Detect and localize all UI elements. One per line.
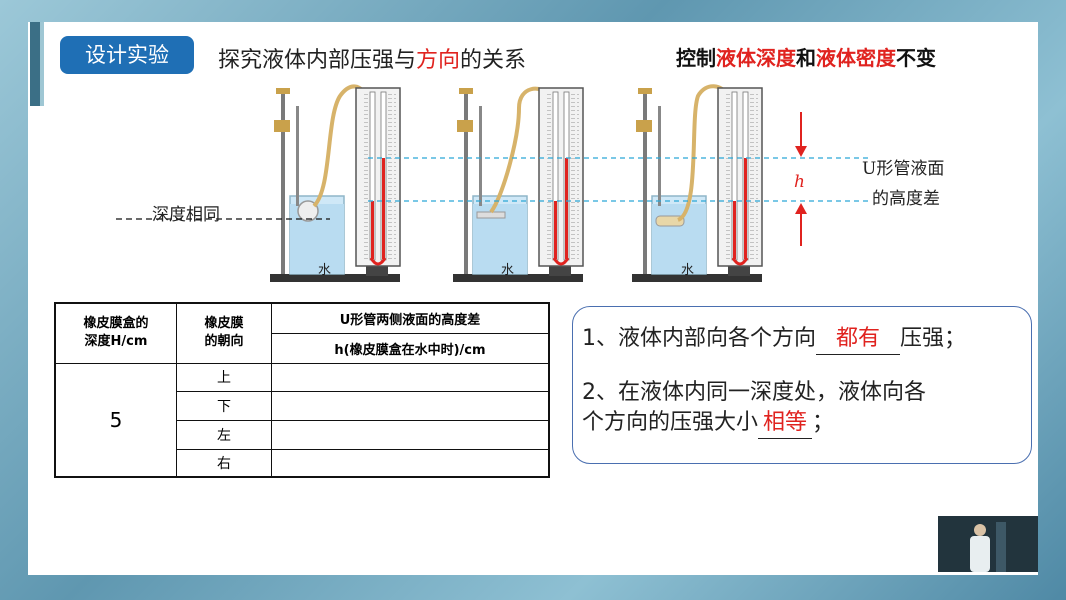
probe-rod — [658, 106, 661, 206]
value-cell-down[interactable] — [271, 390, 550, 421]
depth-label: 深度相同 — [152, 205, 220, 225]
rubber-tube — [489, 86, 551, 214]
membrane-box — [655, 215, 685, 227]
scale-ticks-left — [724, 92, 732, 262]
conclusion-1: 1、液体内部向各个方向都有压强； — [582, 324, 966, 355]
title-part-2: 的关系 — [460, 48, 527, 73]
scale-ticks-right — [571, 92, 579, 262]
note-post: 不变 — [896, 46, 936, 70]
c2-post: ； — [812, 410, 835, 435]
liquid-bottom — [731, 257, 749, 266]
value-cell-up[interactable] — [271, 362, 550, 392]
clamp-top — [459, 88, 473, 94]
liquid-left — [733, 201, 736, 259]
header-orientation-line2: 的朝向 — [204, 334, 244, 350]
conclusion-2-line2: 个方向的压强大小相等； — [582, 408, 834, 439]
orientation-right: 右 — [176, 448, 272, 478]
presenter-figure — [938, 516, 1038, 572]
note-red-density: 液体密度 — [816, 46, 896, 70]
scale-ticks-left — [362, 92, 370, 262]
clamp — [274, 120, 290, 132]
liquid-bottom — [369, 257, 387, 266]
setup-3 — [632, 84, 763, 282]
c1-blank: 都有 — [816, 324, 900, 355]
orientation-up: 上 — [176, 362, 272, 392]
membrane-box — [476, 211, 506, 219]
liquid-right — [382, 158, 385, 259]
base-plate — [453, 274, 583, 282]
c1-post: 压强； — [900, 326, 967, 351]
liquid-right — [565, 158, 568, 259]
rubber-tube — [676, 84, 730, 222]
decor-bar-light — [40, 22, 44, 106]
note-pre: 控制 — [676, 46, 716, 70]
water-label-1: 水 — [318, 263, 332, 278]
apparatus-diagram — [116, 84, 868, 282]
clamp-top — [638, 88, 652, 94]
water-label-2: 水 — [501, 263, 515, 278]
header-depth-line2: 深度H/cm — [84, 334, 148, 350]
conclusion-box — [572, 306, 1032, 464]
header-depth: 橡皮膜盒的深度H/cm — [54, 302, 177, 364]
value-cell-right[interactable] — [271, 448, 550, 478]
orientation-left: 左 — [176, 419, 272, 450]
clamp — [636, 120, 652, 132]
slide — [28, 22, 1038, 575]
header-height-diff: U形管两侧液面的高度差 — [271, 302, 550, 334]
stand-rod — [643, 90, 647, 274]
header-height-unit: h(橡皮膜盒在水中时)/cm — [271, 332, 550, 364]
control-note: 控制液体深度和液体密度不变 — [676, 44, 1006, 72]
probe-rod — [296, 106, 299, 206]
setup-2 — [453, 86, 584, 282]
header-orientation: 橡皮膜的朝向 — [176, 302, 272, 364]
height-label-1: U形管液面 — [862, 159, 945, 179]
base-plate — [632, 274, 762, 282]
liquid-bottom — [552, 257, 570, 266]
water-label-3: 水 — [681, 263, 695, 278]
c1-pre: 1、液体内部向各个方向 — [582, 326, 816, 351]
base-plate — [270, 274, 400, 282]
conclusion-2-line1: 2、在液体内同一深度处，液体向各 — [582, 380, 926, 405]
scale-ticks-right — [750, 92, 758, 262]
title-highlight: 方向 — [416, 48, 461, 73]
water — [652, 204, 706, 274]
depth-value: 5 — [54, 362, 177, 478]
presenter-video-thumbnail[interactable] — [938, 516, 1038, 572]
clamp — [457, 120, 473, 132]
note-mid: 和 — [796, 46, 816, 70]
height-symbol: h — [794, 172, 805, 192]
stand-rod — [464, 90, 468, 274]
liquid-left — [554, 201, 557, 259]
section-tag: 设计实验 — [60, 36, 194, 74]
scale-ticks-left — [545, 92, 553, 262]
orientation-down: 下 — [176, 390, 272, 421]
liquid-left — [371, 201, 374, 259]
c2-blank: 相等 — [758, 408, 813, 439]
slide-title: 探究液体内部压强与方向的关系 — [218, 42, 526, 74]
value-cell-left[interactable] — [271, 419, 550, 450]
probe-rod — [479, 106, 482, 206]
data-table: 橡皮膜盒的深度H/cm 橡皮膜的朝向 U形管两侧液面的高度差 h(橡皮膜盒在水中… — [54, 302, 550, 478]
membrane-box — [297, 200, 319, 222]
title-part-1: 探究液体内部压强与 — [218, 48, 417, 73]
clamp-top — [276, 88, 290, 94]
height-label-2: 的高度差 — [872, 189, 940, 209]
header-depth-line1: 橡皮膜盒的 — [83, 316, 149, 332]
scale-ticks-right — [388, 92, 396, 262]
c2-pre: 个方向的压强大小 — [582, 410, 759, 435]
height-arrows — [795, 112, 807, 246]
liquid-right — [744, 158, 747, 259]
setup-1 — [270, 84, 401, 282]
header-orientation-line1: 橡皮膜 — [204, 316, 244, 332]
note-red-depth: 液体深度 — [716, 46, 796, 70]
stand-rod — [281, 90, 285, 274]
